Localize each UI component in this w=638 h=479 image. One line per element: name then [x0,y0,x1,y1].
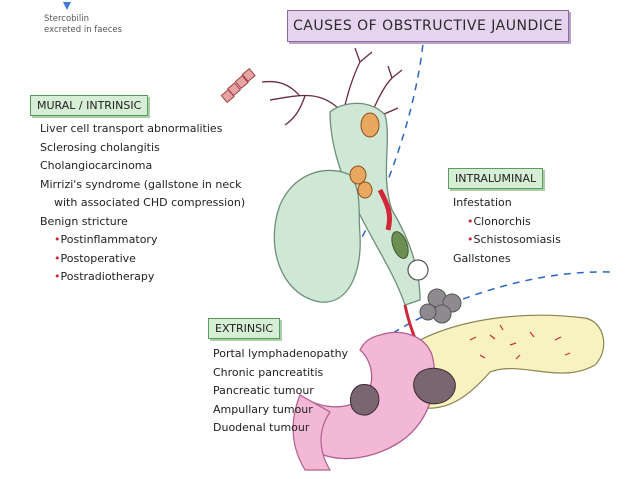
page-title: CAUSES OF OBSTRUCTIVE JAUNDICE [287,10,569,42]
list-item: •Clonorchis [453,213,561,232]
tumour-masses [349,367,456,416]
gallbladder [273,169,361,303]
gallstone-icon [407,259,429,281]
intraluminal-heading: INTRALUMINAL [448,168,544,189]
list-item: Gallstones [453,251,511,265]
extrinsic-list: Portal lymphadenopathy Chronic pancreati… [213,345,348,438]
list-item-label: Postinflammatory [60,233,158,246]
list-item-label: Clonorchis [473,214,531,228]
list-item: Infestation [453,196,512,209]
stercobilin-line-1: Stercobilin [44,14,90,24]
bullet-icon: • [54,251,61,265]
stercobilin-note: Stercobilin excreted in faeces [44,14,122,36]
list-item: •Postoperative [40,250,245,269]
list-item: Portal lymphadenopathy [213,347,349,360]
duodenum-tail [292,394,332,471]
mural-heading: MURAL / INTRINSIC [30,95,149,116]
intraluminal-list: Infestation •Clonorchis •Schistosomiasis… [453,194,561,268]
stricture-mark [377,188,393,231]
list-item-label: Postradiotherapy [60,270,155,283]
list-item: Benign stricture [40,214,128,228]
pancreatic-speckles [469,324,571,360]
bullet-icon: • [467,233,474,246]
list-item: Ampullary tumour [213,402,313,416]
list-item: •Postradiotherapy [40,268,245,287]
tumour-lumps [349,112,380,199]
list-item: with associated CHD compression) [54,196,246,209]
list-item: Chronic pancreatitis [213,365,324,379]
bullet-icon: • [467,214,474,228]
liver-cells [220,68,256,104]
list-item-label: Schistosomiasis [473,233,561,246]
list-item: Sclerosing cholangitis [40,140,160,154]
list-item: •Postinflammatory [40,231,245,250]
stercobilin-line-2: excreted in faeces [44,25,123,35]
list-item-label: Postoperative [60,251,136,265]
list-item: •Schistosomiasis [453,231,561,250]
hepatic-ducts [261,47,403,126]
bullet-icon: • [54,233,61,246]
worm-icon [391,231,409,259]
mural-list: Liver cell transport abnormalities Scler… [40,120,245,287]
bullet-icon: • [54,270,61,283]
lymph-nodes [419,288,462,324]
extrinsic-heading: EXTRINSIC [208,318,281,339]
arrow-down-icon [63,2,71,10]
list-item: Cholangiocarcinoma [40,159,153,172]
list-item: Pancreatic tumour [213,384,314,397]
list-item: Duodenal tumour [213,421,310,434]
list-item: Mirrizi's syndrome (gallstone in neck [40,177,242,191]
list-item: Liver cell transport abnormalities [40,122,223,135]
